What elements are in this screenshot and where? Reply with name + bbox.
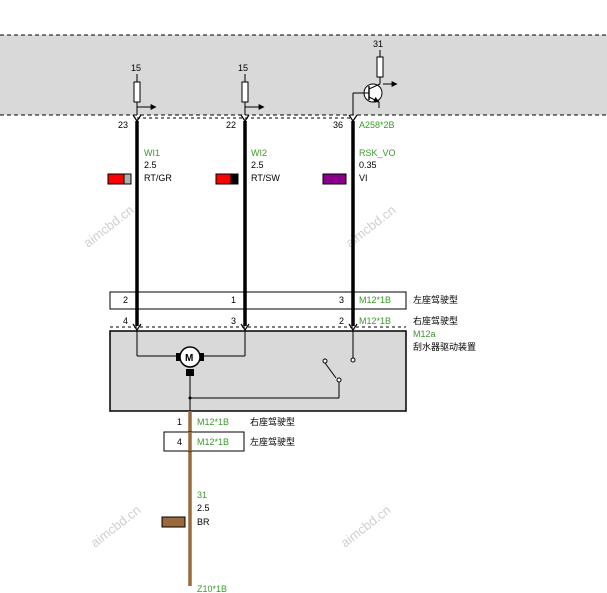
wiper-module: M xyxy=(109,330,407,412)
module-desc: 刮水器驱动装置 xyxy=(413,341,476,352)
motor-symbol: M xyxy=(185,353,193,364)
wire-label-wi2: WI2 2.5 RT/SW xyxy=(215,148,280,185)
supply-terminal-label: 31 xyxy=(373,39,383,49)
wire-label-ground: 31 2.5 BR xyxy=(161,490,210,528)
cu-pin-wi2: 22 xyxy=(226,120,236,130)
ground-connector-right-drive: 1 M12*1B 右座驾驶型 xyxy=(177,416,295,427)
pin-label: 2 xyxy=(123,295,128,305)
connector-name: M12*1B xyxy=(197,437,229,447)
watermark-2: aimcbd.cn xyxy=(343,202,399,250)
supply-31-transistor: 31 xyxy=(352,39,398,115)
module-id: M12a xyxy=(413,329,436,339)
ground-connector-left-drive: 4 M12*1B 左座驾驶型 xyxy=(163,431,295,452)
wire-swatch-right xyxy=(123,173,132,185)
pin-label: 4 xyxy=(177,437,182,447)
watermark-1: aimcbd.cn xyxy=(81,202,137,250)
pin-label: 2 xyxy=(339,316,344,326)
cu-pin-wi1: 23 xyxy=(118,120,128,130)
pin-label: 3 xyxy=(339,295,344,305)
connector-right-drive: 4 3 2 M12*1B xyxy=(110,316,406,332)
connector-right-desc: 右座驾驶型 xyxy=(413,315,458,326)
wire-label-rsk: RSK_VO 0.35 VI xyxy=(322,148,396,185)
wire-name: RSK_VO xyxy=(359,148,396,158)
pin-label: 3 xyxy=(231,316,236,326)
wire-size: 2.5 xyxy=(197,503,210,513)
wire-name: WI2 xyxy=(251,148,267,158)
wire-size: 2.5 xyxy=(144,160,157,170)
watermark-3: aimcbd.cn xyxy=(88,502,144,550)
wire-color-code: RT/GR xyxy=(144,173,172,183)
connector-name: M12*1B xyxy=(359,316,391,326)
resistor-icon xyxy=(376,56,384,78)
switch-contact-icon xyxy=(336,377,342,383)
pin-chevron-icon xyxy=(132,323,142,332)
watermark-4: aimcbd.cn xyxy=(338,502,394,550)
switch-contact-icon xyxy=(322,358,328,364)
wire-name: WI1 xyxy=(144,148,160,158)
wire-color-code: VI xyxy=(359,173,368,183)
connector-left-desc: 左座驾驶型 xyxy=(413,294,458,305)
control-unit-band xyxy=(0,35,607,115)
wire-size: 0.35 xyxy=(359,160,377,170)
wire-swatch-left xyxy=(215,173,232,185)
pin-label: 1 xyxy=(177,417,182,427)
supply-15-middle: 15 xyxy=(238,63,265,115)
wire-color-code: BR xyxy=(197,517,210,527)
wire-size: 2.5 xyxy=(251,160,264,170)
pin-label: 4 xyxy=(123,316,128,326)
cu-connector-name: A258*2B xyxy=(359,120,395,130)
resistor-icon xyxy=(241,81,249,103)
supply-15-left: 15 xyxy=(131,63,157,115)
wire-swatch xyxy=(322,173,347,185)
supply-terminal-label: 15 xyxy=(131,63,141,73)
wire-swatch-left xyxy=(107,173,125,185)
connector-left-drive: 2 1 3 M12*1B xyxy=(109,291,407,310)
switch-blade-icon xyxy=(324,362,337,379)
wire-name: 31 xyxy=(197,490,207,500)
connector-desc: 左座驾驶型 xyxy=(250,436,295,447)
connector-name: M12*1B xyxy=(359,295,391,305)
connector-desc: 右座驾驶型 xyxy=(250,416,295,427)
wire-swatch xyxy=(161,516,186,528)
pin-label: 1 xyxy=(231,295,236,305)
wire-label-wi1: WI1 2.5 RT/GR xyxy=(107,148,172,185)
ground-destination: Z10*1B xyxy=(197,584,227,593)
wire-swatch-right xyxy=(230,173,239,185)
supply-terminal-label: 15 xyxy=(238,63,248,73)
pin-chevron-icon xyxy=(348,323,358,332)
wire-color-code: RT/SW xyxy=(251,173,280,183)
pin-chevron-icon xyxy=(240,323,250,332)
connector-name: M12*1B xyxy=(197,417,229,427)
cu-pin-rsk: 36 xyxy=(333,120,343,130)
resistor-icon xyxy=(133,81,141,103)
